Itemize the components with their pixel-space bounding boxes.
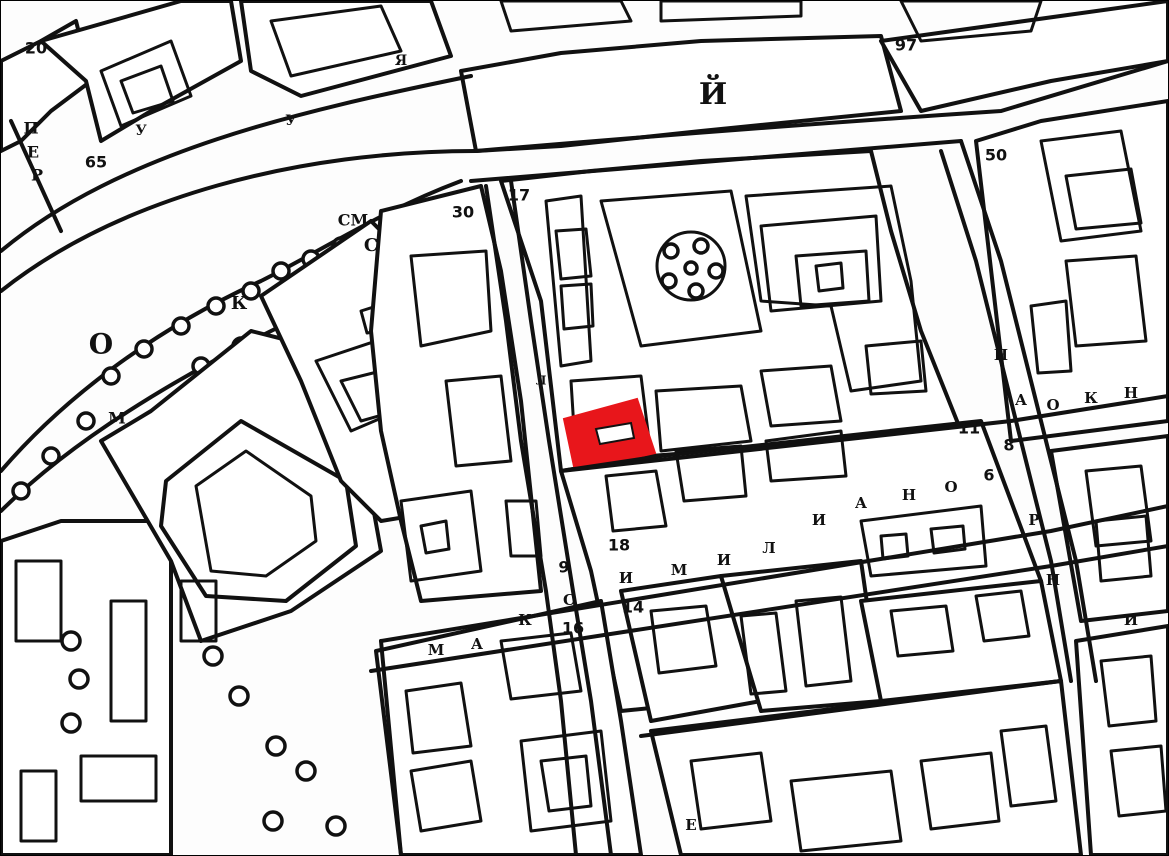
number-8: 8 <box>1003 436 1014 455</box>
label-maximilian-a2: А <box>855 494 868 512</box>
number-20: 20 <box>25 39 47 58</box>
label-street-vertical-5: Н <box>1046 571 1060 589</box>
number-50: 50 <box>985 146 1007 165</box>
label-maximilian-m: М <box>428 641 445 659</box>
number-11: 11 <box>958 419 980 438</box>
label-top-y: У <box>135 123 147 139</box>
label-big-y: Й <box>699 74 727 112</box>
number-17: 17 <box>508 186 530 205</box>
label-right-k: К <box>1084 389 1098 407</box>
label-maximilian-a: А <box>471 635 484 653</box>
house-numbers: 20 65 30 17 11 50 8 6 9 18 14 16 97 <box>25 36 1015 638</box>
label-left-vertical-2: Е <box>27 143 39 162</box>
label-embankment-m: М <box>108 409 126 428</box>
label-maximilian-k: К <box>518 611 532 629</box>
label-street-vertical-1: Н <box>994 346 1008 364</box>
label-maximilian-n: Н <box>902 486 916 504</box>
label-top-ya: Я <box>395 53 407 69</box>
label-maximilian-m2: М <box>671 561 688 579</box>
label-maximilian-l: Л <box>762 539 775 557</box>
number-97: 97 <box>895 36 917 55</box>
label-bottom-e: Е <box>685 816 696 834</box>
blocks-south <box>374 559 1083 855</box>
number-65: 65 <box>85 153 107 172</box>
label-street-vertical-4: Р <box>1028 511 1039 529</box>
number-18: 18 <box>608 536 630 555</box>
label-embankment-c: С <box>364 235 378 256</box>
number-6: 6 <box>983 466 994 485</box>
block-top-left <box>1 1 453 153</box>
label-street-vertical-3: А <box>1015 391 1028 409</box>
label-street-vertical-2: Л <box>536 374 547 388</box>
label-embankment-cm: СМ <box>338 211 368 230</box>
highlighted-building[interactable] <box>562 397 657 473</box>
label-right-o: О <box>1046 396 1059 414</box>
label-left-vertical-3: Р <box>31 166 43 185</box>
number-30: 30 <box>452 203 474 222</box>
blocks-middle-left <box>259 184 543 603</box>
left-park <box>1 519 347 855</box>
label-maximilian-i3: И <box>812 511 826 529</box>
label-maximilian-i2: И <box>717 551 731 569</box>
label-left-vertical-1: П <box>23 119 38 138</box>
streets <box>369 59 1168 855</box>
label-right-n: Н <box>1124 384 1138 402</box>
label-maximilian-c: С <box>563 591 575 609</box>
blocks-upper-middle <box>499 149 963 473</box>
label-right-i: И <box>1124 611 1138 629</box>
number-9: 9 <box>558 558 569 577</box>
label-maximilian-i1: И <box>619 569 633 587</box>
map-labels: Й О К С СМ М П Е Р Я У У Н А Р Н О К Н И… <box>23 53 1138 834</box>
label-maximilian-o: О <box>944 478 957 496</box>
number-14: 14 <box>622 598 644 617</box>
label-top-u: У <box>285 113 297 129</box>
number-16: 16 <box>562 619 584 638</box>
label-embankment-k: К <box>231 293 248 314</box>
label-embankment-o: О <box>89 328 113 361</box>
